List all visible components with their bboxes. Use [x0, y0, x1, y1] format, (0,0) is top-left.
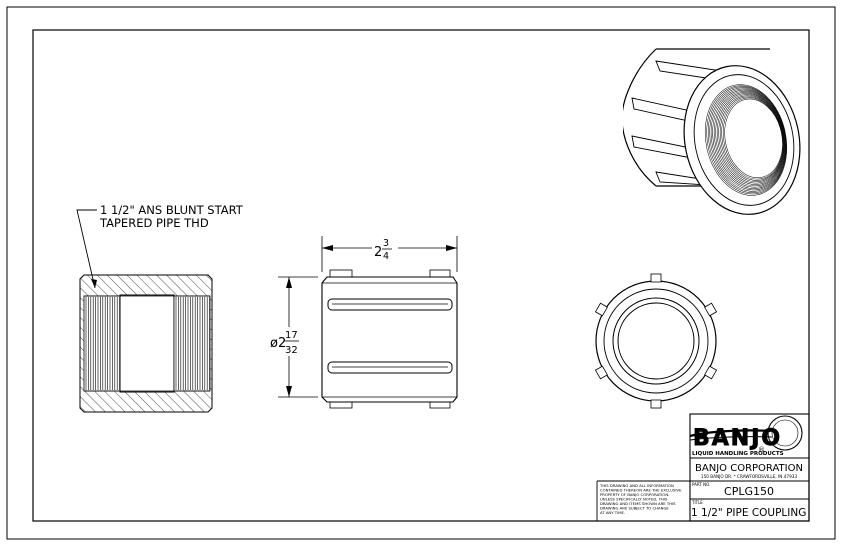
thread-note: 1 1/2" ANS BLUNT START TAPERED PIPE THD [76, 203, 244, 289]
part-no-value: CPLG150 [724, 485, 774, 498]
end-view [594, 273, 718, 409]
notice-line: THIS DRAWING AND ALL INFORMATION [599, 483, 674, 488]
notice-line: DRAWING ARE SUBJECT TO CHANGE [600, 506, 669, 511]
logo-text: BANJO [693, 426, 782, 451]
diameter-dimension: ø2 17 32 [270, 276, 318, 398]
iso-thread-ring [718, 94, 785, 184]
thread-note-line1: 1 1/2" ANS BLUNT START [100, 203, 244, 217]
iso-thread-ring [722, 97, 784, 180]
logo-tagline: LIQUID HANDLING PRODUCTS [692, 451, 784, 457]
diameter-prefix: ø2 [270, 336, 286, 351]
isometric-view [623, 48, 801, 215]
end-rib-tab-shape [650, 399, 662, 409]
notice-line: DRAWING AND ITEMS SHOWN ARE THIS [600, 501, 676, 506]
length-denominator: 4 [383, 251, 389, 262]
iso-thread-ring [716, 93, 785, 185]
diameter-numerator: 17 [285, 330, 298, 341]
title-label: TITLE [691, 500, 703, 505]
end-rib-tab-shape [594, 302, 608, 317]
bottom-rib-tab-right [429, 401, 451, 409]
end-rib-tab [650, 399, 662, 409]
outer-border [6, 6, 836, 540]
iso-thread-ring [712, 89, 786, 189]
banjo-logo: BANJO ® LIQUID HANDLING PRODUCTS [689, 415, 803, 457]
end-bore-circle [617, 302, 695, 380]
iso-thread-ring [706, 85, 787, 195]
section-bore [119, 294, 175, 393]
iso-thread-ring [709, 87, 787, 192]
side-view-outline [321, 276, 458, 403]
iso-end-chamfer [693, 74, 795, 206]
end-rib-tab-shape [594, 365, 608, 380]
left-thread-zone [83, 295, 121, 392]
iso-thread-ring [724, 98, 783, 178]
leader-line [76, 209, 97, 289]
top-rib-tab-right [429, 269, 451, 278]
iso-thread-ring [707, 86, 787, 193]
end-outer-circle [595, 280, 717, 402]
iso-thread-ring [710, 88, 786, 191]
notice-line: PROPERTY OF BANJO CORPORATION. [600, 492, 669, 497]
iso-thread-ring [704, 84, 788, 196]
thread-note-line2: TAPERED PIPE THD [99, 216, 209, 230]
iso-body-left-edge [623, 48, 657, 187]
length-dimension: 2 3 4 [321, 236, 458, 272]
end-rib-tab-shape [704, 302, 718, 317]
end-rib-tab [594, 302, 608, 317]
end-rib-tab [650, 273, 662, 283]
title-block: BANJO ® LIQUID HANDLING PRODUCTS BANJO C… [596, 413, 810, 522]
ownership-notice: THIS DRAWING AND ALL INFORMATION CONTAIN… [599, 483, 682, 515]
end-chamfer-circle [603, 288, 709, 394]
company-name: BANJO CORPORATION [695, 463, 803, 474]
right-thread-zone [173, 295, 211, 392]
iso-thread-ring [721, 96, 784, 181]
upper-rib [327, 298, 453, 311]
notice-line: CONTAINED THEREON ARE THE EXCLUSIVE [600, 488, 682, 493]
end-rib-tab-shape [650, 273, 662, 283]
right-thread-lines [175, 297, 210, 390]
end-thread-circle [612, 297, 700, 385]
bottom-rib-tab [329, 401, 353, 409]
end-rib-tab-shape [704, 365, 718, 380]
title-value: 1 1/2" PIPE COUPLING [691, 507, 806, 519]
iso-thread-rings [704, 84, 788, 196]
part-no-label: PART NO. [692, 482, 710, 487]
notice-line: AT ANY TIME. [600, 510, 625, 515]
company-address: 150 BANJO DR. * CRAWFORDSVILLE, IN 47933 [701, 474, 797, 479]
length-numerator: 3 [383, 238, 389, 249]
logo-registered: ® [758, 446, 765, 454]
end-rib-tab [594, 365, 608, 380]
left-thread-lines [85, 297, 120, 390]
iso-end-face [683, 65, 801, 215]
top-rib-tab [329, 269, 353, 278]
iso-thread-ring [713, 91, 786, 188]
length-whole: 2 [374, 245, 382, 260]
iso-thread-ring [715, 92, 785, 187]
end-rib-tab [704, 302, 718, 317]
notice-line: UNLESS SPECIFICALLY NOTED, THIS [600, 497, 668, 502]
lower-rib [327, 361, 453, 374]
diameter-denominator: 32 [285, 345, 298, 356]
logo-medallion [767, 415, 803, 451]
end-view-tabs [594, 273, 718, 409]
end-rib-tab [704, 365, 718, 380]
section-view [79, 274, 213, 413]
side-view [321, 269, 458, 409]
iso-thread-ring [719, 95, 784, 183]
inner-border [32, 29, 810, 522]
